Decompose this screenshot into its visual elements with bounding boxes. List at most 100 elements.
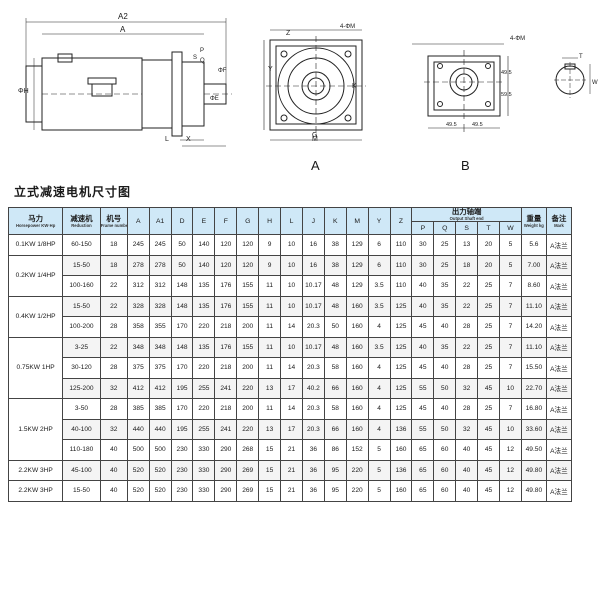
table-cell: 135	[192, 275, 216, 297]
table-cell: 170	[170, 398, 194, 420]
table-cell: 20.3	[301, 398, 325, 420]
table-cell: 12	[498, 459, 522, 481]
table-cell: 110	[389, 234, 413, 256]
label-dim2: 49.5	[472, 122, 483, 128]
table-cell: 7	[498, 275, 522, 297]
table-cell: 36	[301, 459, 325, 481]
table-cell: 38	[323, 254, 347, 276]
table-cell: 21	[280, 459, 303, 481]
table-cell: 312	[126, 275, 150, 297]
table-cell: 330	[192, 480, 216, 502]
table-cell: 176	[214, 295, 238, 317]
label-m: M	[312, 136, 318, 143]
table-cell: 40	[433, 357, 457, 379]
table-cell: 11.10	[520, 295, 547, 317]
table-cell: 11	[258, 316, 282, 338]
table-cell: 110	[389, 275, 413, 297]
table-cell: 49.80	[520, 480, 547, 502]
table-cell: 4	[367, 418, 391, 440]
table-cell: 241	[214, 377, 238, 399]
table-cell: 10	[498, 377, 522, 399]
col-dim: K	[323, 207, 347, 235]
table-cell: 65	[411, 459, 435, 481]
table-cell: 25	[433, 254, 457, 276]
table-cell: 25	[477, 357, 500, 379]
table-cell: 176	[214, 336, 238, 358]
table-cell: 125	[389, 357, 413, 379]
table-cell: 32	[99, 377, 128, 399]
table-cell: 195	[170, 418, 194, 440]
front-view-b	[412, 43, 509, 132]
table-cell: 269	[236, 480, 260, 502]
table-cell: 100-160	[62, 275, 101, 297]
table-cell: 86	[323, 439, 347, 461]
table-cell: 28	[99, 357, 128, 379]
table-cell: 36	[301, 480, 325, 502]
label-w: W	[592, 80, 598, 86]
table-cell: 25	[477, 275, 500, 297]
table-cell: 40	[433, 398, 457, 420]
table-cell: 22.70	[520, 377, 547, 399]
label-dim4: 59.5	[501, 92, 512, 98]
table-cell: 13	[258, 418, 282, 440]
col-shaft-dim: P	[411, 221, 435, 235]
table-cell: 14	[280, 357, 303, 379]
table-cell: 412	[148, 377, 172, 399]
table-cell: 4	[367, 377, 391, 399]
table-cell: 160	[345, 377, 369, 399]
table-cell: 120	[214, 254, 238, 276]
table-cell: 21	[280, 439, 303, 461]
label-bolt-a: 4-ΦM	[340, 24, 356, 30]
table-cell: 45	[477, 377, 500, 399]
table-cell: 160	[389, 480, 413, 502]
table-cell: 22	[99, 275, 128, 297]
table-cell: 155	[236, 336, 260, 358]
col-dim: Y	[367, 207, 391, 235]
table-cell: 7.00	[520, 254, 547, 276]
table-cell: 32	[99, 418, 128, 440]
table-cell: 330	[192, 459, 216, 481]
table-cell: 4	[367, 398, 391, 420]
table-cell: 140	[192, 234, 216, 256]
table-cell: 500	[126, 439, 150, 461]
table-cell: 245	[148, 234, 172, 256]
table-cell: 14.20	[520, 316, 547, 338]
table-cell: 40	[99, 439, 128, 461]
table-cell: 218	[214, 398, 238, 420]
table-cell: 49.80	[520, 459, 547, 481]
table-cell: 129	[345, 234, 369, 256]
view-b-label: B	[461, 158, 470, 173]
shaft-key-detail	[554, 57, 591, 98]
table-cell: 3.5	[367, 295, 391, 317]
table-cell: A法兰	[545, 234, 573, 256]
table-cell: A法兰	[545, 439, 573, 461]
table-cell: 14	[280, 398, 303, 420]
page-title: 立式减速电机尺寸图	[14, 185, 132, 199]
col-shaft-dim: W	[498, 221, 522, 235]
table-cell: 11	[258, 275, 282, 297]
table-cell: 125	[389, 316, 413, 338]
table-cell: 20.3	[301, 316, 325, 338]
table-cell: 290	[214, 480, 238, 502]
table-cell: 11	[258, 357, 282, 379]
table-cell: 66	[323, 418, 347, 440]
table-cell: 40	[455, 459, 479, 481]
table-cell: 38	[323, 234, 347, 256]
table-cell: 15-50	[62, 254, 101, 276]
table-cell: 40-100	[62, 418, 101, 440]
table-cell: A法兰	[545, 377, 573, 399]
table-cell: 95	[323, 459, 347, 481]
label-q: Q	[200, 58, 205, 64]
table-cell: 50	[170, 254, 194, 276]
table-cell: 100-200	[62, 316, 101, 338]
table-cell: 11.10	[520, 336, 547, 358]
table-cell: 5	[498, 254, 522, 276]
table-cell: 375	[148, 357, 172, 379]
table-cell: 12	[498, 480, 522, 502]
table-cell: 355	[148, 316, 172, 338]
table-cell: 28	[99, 398, 128, 420]
table-cell: 5	[367, 439, 391, 461]
